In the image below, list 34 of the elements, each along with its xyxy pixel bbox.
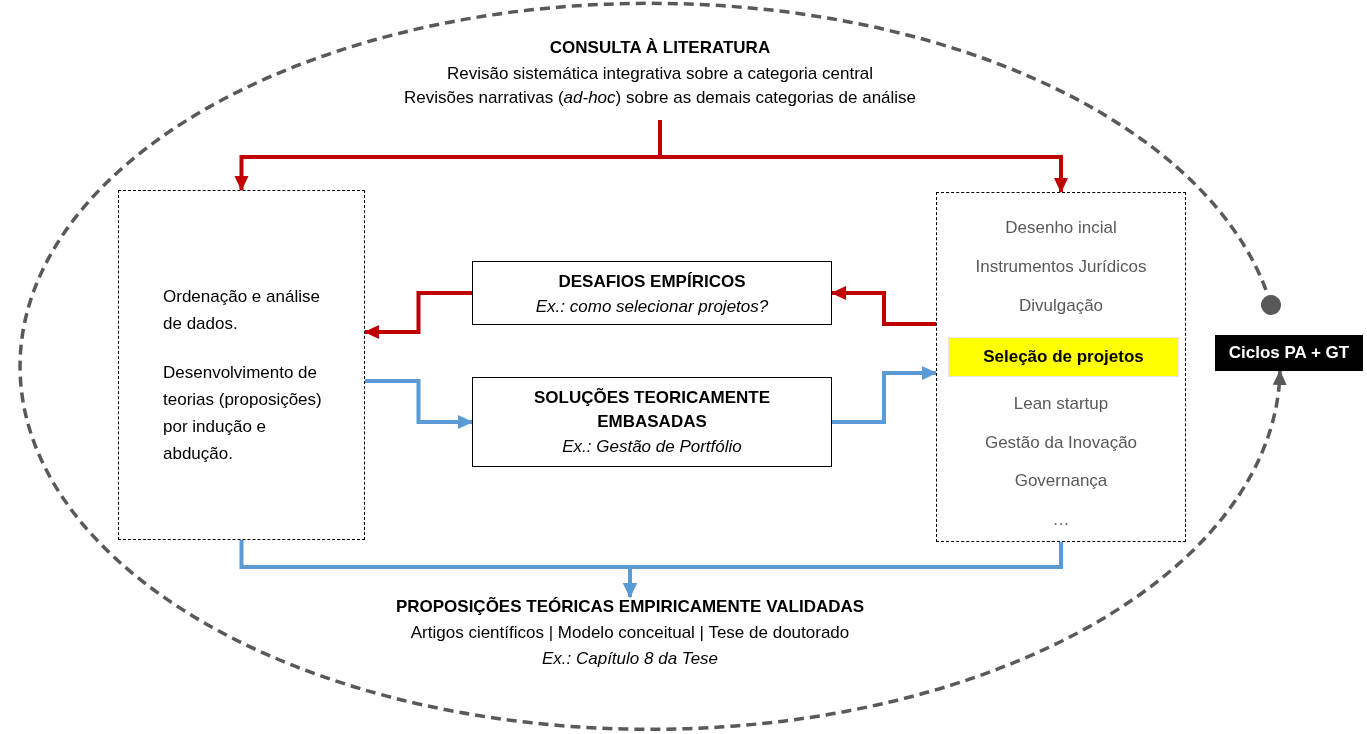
heading-text: DESAFIOS EMPÍRICOS (557, 271, 747, 293)
body-text: Desenho incial (1004, 218, 1118, 238)
arrow (832, 366, 937, 424)
body-text: Ex.: Capítulo 8 da Tese (540, 649, 720, 669)
body-text: Desenvolvimento de teorias (proposições) por indução e abdução. (163, 362, 323, 465)
dashed-box (936, 192, 1186, 542)
highlight-box (948, 337, 1179, 377)
arrow (365, 379, 473, 429)
cycle-arrow (19, 1, 1286, 731)
body-text: Revisões narrativas (ad-hoc) sobre as demais categorias de análise (402, 88, 918, 108)
arrow (623, 542, 1063, 598)
body-text: Governança (1013, 471, 1109, 491)
body-text: Artigos científicos | Modelo conceitual | Tese de doutorado (409, 623, 851, 643)
process-box (472, 377, 832, 467)
body-text: Ordenação e análise de dados. (163, 286, 321, 335)
label-box (1215, 335, 1363, 371)
body-text: Ex.: como selecionar projetos? (534, 296, 770, 318)
heading-text: Seleção de projetos (982, 347, 1145, 367)
body-text: Instrumentos Jurídicos (974, 257, 1148, 277)
heading-text: PROPOSIÇÕES TEÓRICAS EMPIRICAMENTE VALIDADAS (394, 597, 866, 617)
heading-text: SOLUÇÕES TEORICAMENTE EMBASADAS (532, 387, 772, 433)
process-box (472, 261, 832, 325)
body-text: Revisão sistemática integrativa sobre a categoria central (445, 64, 875, 84)
body-text: Gestão da Inovação (983, 433, 1139, 453)
arrow (364, 291, 472, 339)
body-text: Lean startup (1012, 394, 1110, 414)
heading-text: CONSULTA À LITERATURA (548, 38, 772, 58)
dashed-box (118, 190, 365, 540)
body-text: … (1051, 510, 1071, 530)
body-text: Ex.: Gestão de Portfólio (561, 436, 743, 458)
arrow (658, 120, 1068, 193)
arrow (831, 286, 936, 326)
body-text: Divulgação (1017, 296, 1105, 316)
heading-text: Ciclos PA + GT (1227, 343, 1351, 363)
